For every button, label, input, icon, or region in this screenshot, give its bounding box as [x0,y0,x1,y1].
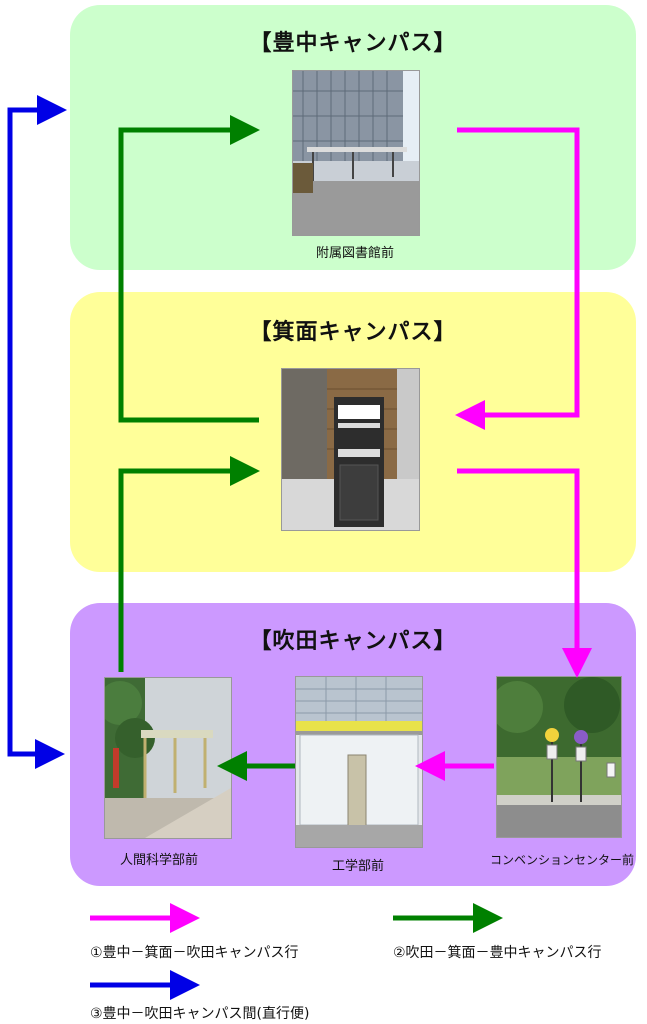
suita-title: 【吹田キャンパス】 [249,629,457,654]
legend-label-route1: ①豊中－箕面－吹田キャンパス行 [90,945,299,961]
toyonaka-title: 【豊中キャンパス】 [249,31,457,56]
engineering-photo [295,676,423,848]
legend-label-route2: ②吹田－箕面－豊中キャンパス行 [393,945,602,961]
route3-toyonaka-to-suita [7,107,65,769]
minoh-busstop-photo [281,368,420,531]
minoh-title: 【箕面キャンパス】 [249,320,457,345]
stop-label-library: 附属図書館前 [315,246,394,261]
stop-label-engineering: 工学部前 [331,859,384,874]
route2-minoh-to-toyonaka [118,115,260,423]
library-photo [292,70,420,236]
stop-label-convention-center: コンベンションセンター前 [490,853,635,867]
route1-toyonaka-to-minoh [455,127,580,430]
human-sciences-photo [104,677,232,839]
route2-suita-to-minoh [118,456,260,672]
stop-label-human-sciences: 人間科学部前 [119,853,198,868]
convention-center-photo [496,676,622,838]
route1-minoh-to-suita [457,468,592,678]
legend-label-route3: ③豊中－吹田キャンパス間(直行便) [90,1006,310,1022]
